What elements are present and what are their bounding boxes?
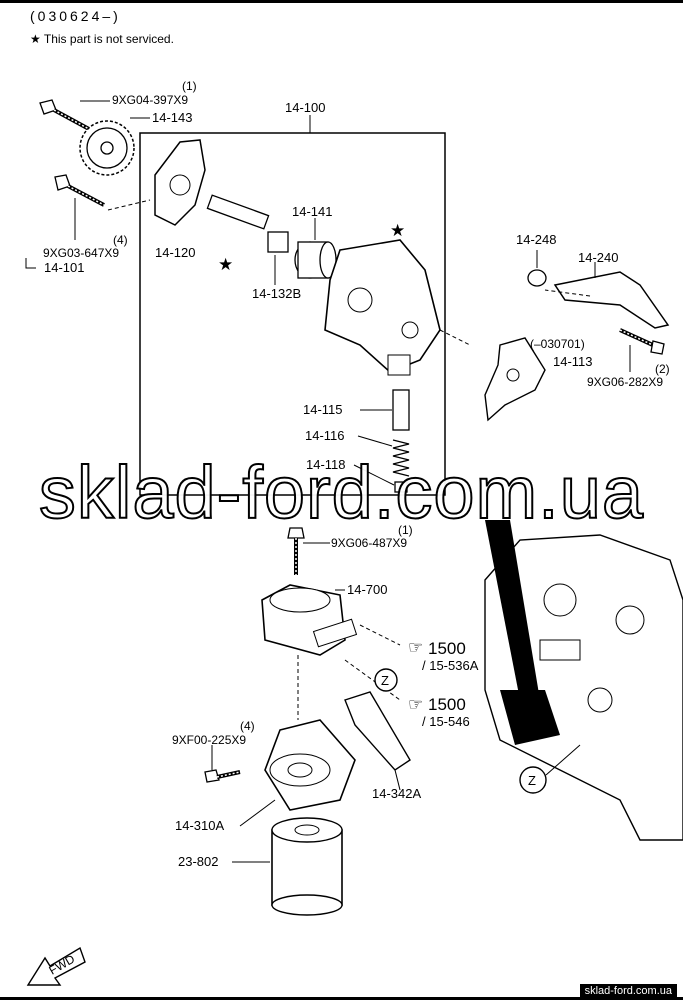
label-bolt-left: 9XG03-647X9 (43, 246, 119, 260)
label-14-120: 14-120 (155, 245, 195, 260)
qty-bolt-cooler: (1) (398, 523, 413, 537)
star-icon-body: ★ (390, 221, 405, 240)
qty-bolt-top: (1) (182, 79, 197, 93)
bottom-border (0, 997, 683, 1000)
pointer-icon-b: ☞ (408, 695, 423, 714)
bolt-left-icon (54, 174, 105, 207)
label-14-240: 14-240 (578, 250, 618, 265)
pointer-icon-a: ☞ (408, 638, 423, 657)
date-range-header: (030624–) (30, 8, 121, 24)
star-icon: ★ (30, 32, 41, 46)
label-bolt-right: 9XG06-282X9 (587, 375, 663, 389)
label-bolt-top: 9XG04-397X9 (112, 93, 188, 107)
drive-pin-icon (267, 231, 289, 253)
label-23-802: 23-802 (178, 854, 218, 869)
oil-filter-icon (271, 817, 343, 916)
label-14-700: 14-700 (347, 582, 387, 597)
label-14-101: 14-101 (44, 260, 84, 275)
star-icon-shaft: ★ (218, 255, 233, 274)
label-14-116: 14-116 (305, 428, 345, 443)
note-text: This part is not serviced. (43, 32, 174, 46)
qty-bolt-left: (4) (113, 233, 128, 247)
label-14-100: 14-100 (285, 100, 325, 115)
engine-block-icon (484, 520, 683, 841)
label-1500-a: 1500 (428, 639, 466, 658)
qty-bolt-filter: (4) (240, 719, 255, 733)
z-marker-upper-text: Z (381, 673, 389, 688)
label-gasket-date: (–030701) (530, 337, 585, 351)
oil-pump-body-icon (324, 239, 441, 376)
top-border (0, 0, 683, 3)
label-14-342a: 14-342A (372, 786, 421, 801)
bolt-right-icon (619, 328, 665, 355)
plunger-icon (392, 389, 410, 431)
label-14-310a: 14-310A (175, 818, 224, 833)
seal-icon (527, 269, 547, 287)
qty-bolt-right: (2) (655, 362, 670, 376)
z-marker-upper (374, 668, 398, 692)
label-15-536a: / 15-536A (422, 658, 479, 673)
bolt-filter-icon (204, 769, 241, 783)
label-14-132b: 14-132B (252, 286, 301, 301)
gasket-14-342a-icon (344, 691, 411, 771)
bolt-cooler-icon (287, 527, 305, 575)
label-15-546: / 15-546 (422, 714, 470, 729)
inner-rotor-icon (294, 241, 337, 279)
label-14-143: 14-143 (152, 110, 192, 125)
label-bolt-cooler: 9XG06-487X9 (331, 536, 407, 550)
filter-housing-icon (264, 719, 356, 811)
footer-site-tag[interactable]: sklad-ford.com.ua (579, 984, 677, 998)
tensioner-guide-icon (553, 271, 670, 329)
fwd-arrow-icon (26, 946, 86, 986)
oil-cooler-icon (261, 584, 358, 656)
rotor-shaft-icon (206, 194, 270, 230)
label-14-115: 14-115 (303, 402, 343, 417)
watermark: sklad-ford.com.ua (38, 450, 645, 535)
not-serviced-note: ★ This part is not serviced. (30, 32, 174, 46)
plug-icon (394, 481, 408, 493)
label-bolt-filter: 9XF00-225X9 (172, 733, 246, 747)
z-marker-lower-text: Z (528, 773, 536, 788)
label-14-113: 14-113 (553, 354, 593, 369)
label-14-141: 14-141 (292, 204, 332, 219)
label-14-248: 14-248 (516, 232, 556, 247)
sprocket-icon (79, 120, 135, 176)
label-1500-b: 1500 (428, 695, 466, 714)
z-marker-lower (519, 766, 547, 794)
label-14-118: 14-118 (306, 457, 346, 472)
pump-assembly-frame (139, 132, 446, 496)
relief-spring-icon (392, 439, 410, 477)
